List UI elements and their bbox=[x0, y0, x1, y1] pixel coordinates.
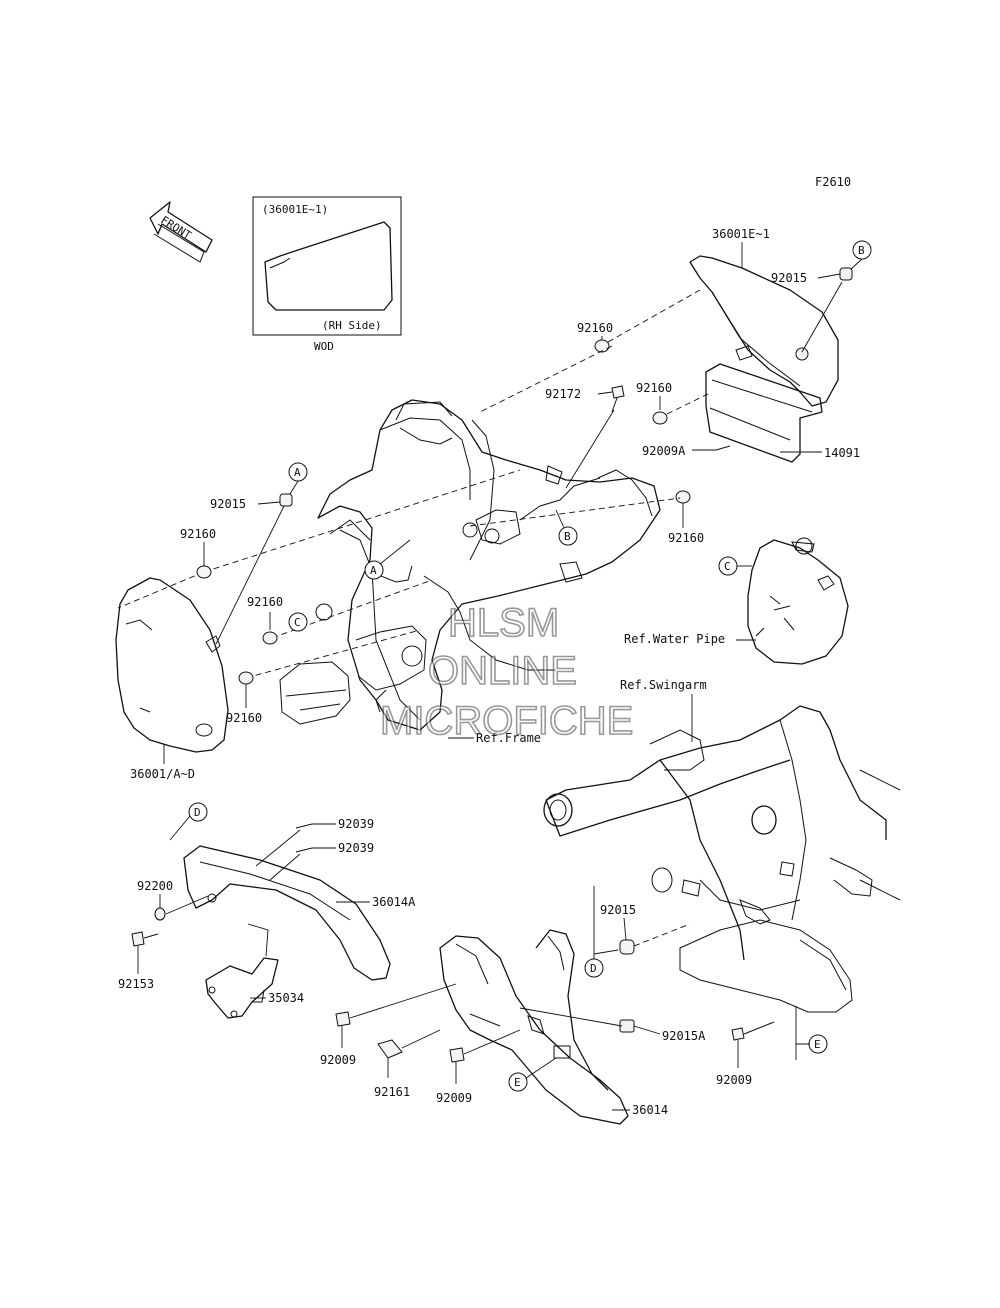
grommet-92160-right bbox=[675, 490, 691, 504]
callout-d-left bbox=[188, 802, 208, 822]
callout-d-right-label: D bbox=[590, 962, 597, 975]
figure-code: F2610 bbox=[815, 175, 851, 189]
callout-e-right-label: E bbox=[814, 1038, 821, 1051]
ref-water-pipe-label: Ref.Water Pipe bbox=[624, 632, 725, 646]
watermark-line1: HLSM bbox=[448, 601, 559, 645]
pin-92039-2 bbox=[295, 847, 313, 853]
bracket-35034-part bbox=[205, 957, 279, 1019]
lh-side-cover-part bbox=[115, 577, 229, 753]
label-92009a: 92009A bbox=[642, 444, 686, 458]
callout-c-right-label: C bbox=[724, 560, 731, 573]
collar-92015-a bbox=[279, 493, 293, 507]
bracket-14091-part bbox=[705, 363, 823, 463]
callout-a-left-label: A bbox=[294, 466, 301, 479]
label-92160-c: 92160 bbox=[247, 595, 283, 609]
ref-frame-label: Ref.Frame bbox=[476, 731, 541, 745]
callout-e-left bbox=[508, 1072, 528, 1092]
callout-a-frame bbox=[364, 560, 384, 580]
bolt-92009-left bbox=[335, 983, 457, 1027]
label-92161: 92161 bbox=[374, 1085, 410, 1099]
label-92015-a: 92015 bbox=[210, 497, 246, 511]
label-35034: 35034 bbox=[268, 991, 304, 1005]
label-92039-1: 92039 bbox=[338, 817, 374, 831]
label-92172: 92172 bbox=[545, 387, 581, 401]
chain-guard-36014a-part bbox=[183, 845, 391, 981]
grommet-92160-mid bbox=[652, 411, 668, 425]
swingarm-reference bbox=[543, 705, 901, 1013]
label-36001e: 36001E~1 bbox=[712, 227, 770, 241]
label-36014a: 36014A bbox=[372, 895, 416, 909]
ref-swingarm-label: Ref.Swingarm bbox=[620, 678, 707, 692]
watermark-line3: MICROFICHE bbox=[380, 699, 633, 743]
watermark-line2: ONLINE bbox=[428, 649, 577, 693]
pad-92161 bbox=[377, 1029, 441, 1059]
label-92160-top: 92160 bbox=[577, 321, 613, 335]
grommet-92160-left bbox=[196, 565, 212, 579]
front-arrow-icon: FRONT bbox=[149, 201, 213, 263]
callout-b-frame bbox=[558, 526, 578, 546]
label-92160-left: 92160 bbox=[180, 527, 216, 541]
rh-side-cover-part bbox=[689, 255, 839, 407]
inset-note: WOD bbox=[314, 340, 334, 353]
label-92009-mid: 92009 bbox=[436, 1091, 472, 1105]
callout-a-frame-label: A bbox=[370, 564, 377, 577]
inset-rh-side-cover: (36001E~1) (RH Side) WOD bbox=[252, 196, 402, 353]
lower-cover-36014-part bbox=[439, 929, 629, 1125]
bolt-92009-right bbox=[731, 1021, 775, 1041]
inset-part-label: (36001E~1) bbox=[262, 203, 328, 216]
label-92039-2: 92039 bbox=[338, 841, 374, 855]
washer-92200 bbox=[154, 907, 166, 921]
label-92015a: 92015A bbox=[662, 1029, 706, 1043]
label-92009-left: 92009 bbox=[320, 1053, 356, 1067]
grommet-92160-low bbox=[238, 671, 254, 685]
generator-cover-reference bbox=[747, 537, 849, 665]
callout-c-left-label: C bbox=[294, 616, 301, 629]
label-14091: 14091 bbox=[824, 446, 860, 460]
label-92200: 92200 bbox=[137, 879, 173, 893]
callout-d-left-label: D bbox=[194, 806, 201, 819]
label-92015-d: 92015 bbox=[600, 903, 636, 917]
grommet-92160-c bbox=[262, 631, 278, 645]
bolt-92153 bbox=[131, 931, 159, 947]
callout-b-frame-label: B bbox=[564, 530, 571, 543]
frame-reference bbox=[279, 399, 661, 731]
collar-92015a bbox=[619, 1019, 635, 1033]
collar-92015-b bbox=[839, 267, 853, 281]
label-92160-right: 92160 bbox=[668, 531, 704, 545]
callout-c-left bbox=[288, 612, 308, 632]
label-92153: 92153 bbox=[118, 977, 154, 991]
label-36014: 36014 bbox=[632, 1103, 668, 1117]
pin-92039-1 bbox=[295, 823, 313, 829]
callout-e-left-label: E bbox=[514, 1076, 521, 1089]
callout-b-top-label: B bbox=[858, 244, 865, 257]
watermark: HLSM ONLINE MICROFICHE bbox=[379, 600, 634, 744]
bolt-92172 bbox=[611, 385, 625, 413]
label-92009-right: 92009 bbox=[716, 1073, 752, 1087]
label-92015-b: 92015 bbox=[771, 271, 807, 285]
label-36001: 36001/A~D bbox=[130, 767, 195, 781]
bolt-92009-mid bbox=[449, 1029, 521, 1063]
label-92160-mid: 92160 bbox=[636, 381, 672, 395]
grommet-92160-top bbox=[594, 339, 610, 353]
inset-side-label: (RH Side) bbox=[322, 319, 382, 332]
collar-92015-d bbox=[619, 939, 635, 955]
label-92160-low: 92160 bbox=[226, 711, 262, 725]
